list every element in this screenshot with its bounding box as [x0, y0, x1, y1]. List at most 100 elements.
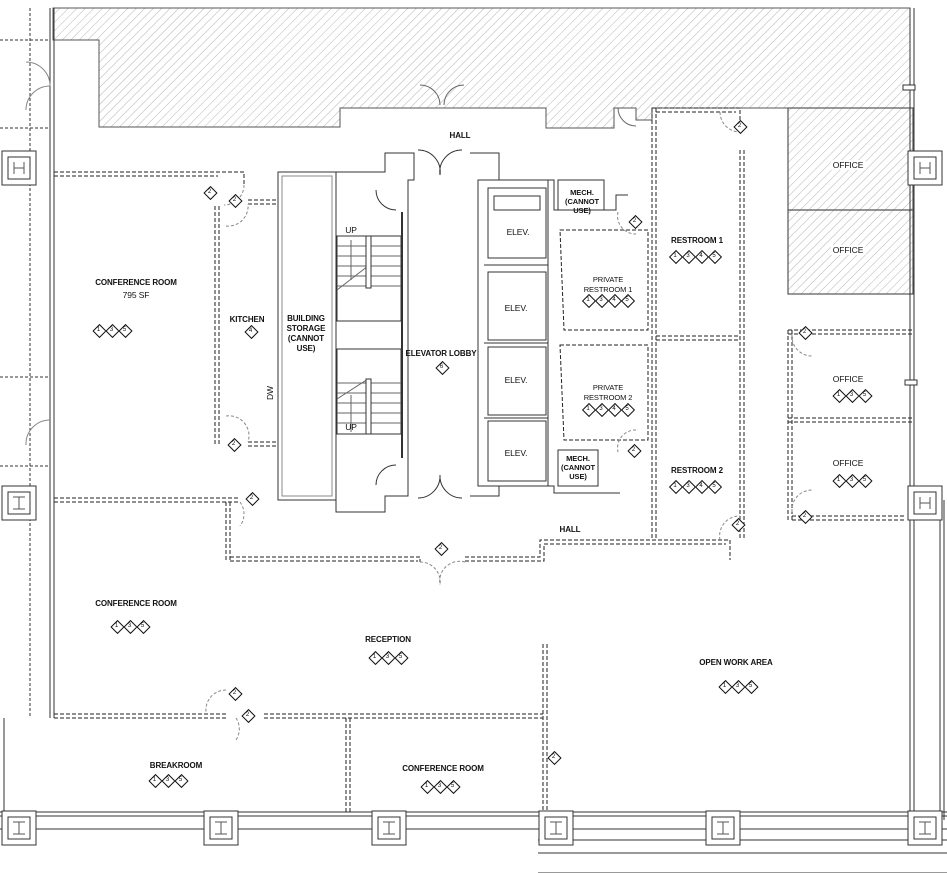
room-label-office-1: OFFICE — [830, 160, 866, 170]
door-tag-diamond-icon: 2 — [435, 542, 447, 554]
room-label-office-2: OFFICE — [830, 245, 866, 255]
tag-diamond-icon: 5 — [708, 250, 720, 262]
door-swings — [205, 111, 813, 741]
column-i-icon — [371, 810, 407, 846]
door-tag-diamond-icon: 2 — [628, 444, 640, 456]
door-tag-diamond-icon: 2 — [734, 120, 746, 132]
tag-diamond-icon: 3 — [434, 780, 446, 792]
room-label-elevator-3: ELEV. — [504, 375, 528, 385]
tag-diamond-icon: 5 — [708, 480, 720, 492]
room-label-office-3: OFFICE — [832, 374, 864, 384]
door-tag-diamond-icon: 2 — [629, 215, 641, 227]
tag-diamond-icon: 1 — [669, 250, 681, 262]
door-tag: 2 — [799, 326, 812, 338]
tag-diamond-icon: 1 — [111, 620, 123, 632]
door-tag-diamond-icon: 2 — [799, 510, 811, 522]
door-tag: 2 — [229, 687, 242, 699]
tag-diamond-icon: 3 — [846, 474, 858, 486]
tag-diamond-icon: 6 — [436, 361, 448, 373]
door-tag-diamond-icon: 2 — [548, 751, 560, 763]
door-tag: 2 — [548, 751, 561, 763]
room-tags-conference-room-2: 1 3 5 — [111, 620, 150, 632]
tag-diamond-icon: 5 — [137, 620, 149, 632]
hatched-north-zone — [52, 7, 914, 295]
room-tags-restroom-2: 1 3 4 5 — [669, 480, 721, 492]
tag-diamond-icon: 1 — [669, 480, 681, 492]
room-tags-office-4: 1 3 5 — [833, 474, 872, 486]
room-label-breakroom: BREAKROOM — [149, 761, 203, 770]
room-tags-kitchen: 4 — [245, 325, 258, 337]
tag-diamond-icon: 1 — [582, 403, 594, 415]
door-tag-diamond-icon: 2 — [799, 326, 811, 338]
room-tags-breakroom: 1 3 5 — [149, 774, 188, 786]
room-label-reception: RECEPTION — [365, 635, 411, 644]
door-tag: 2 — [435, 542, 448, 554]
tag-diamond-icon: 5 — [395, 651, 407, 663]
room-tags-office-3: 1 3 5 — [833, 389, 872, 401]
door-tag: 2 — [242, 709, 255, 721]
door-tag: 2 — [628, 444, 641, 456]
tag-diamond-icon: 5 — [859, 389, 871, 401]
room-label-restroom-2: RESTROOM 2 — [671, 466, 723, 475]
door-tag-diamond-icon: 2 — [246, 492, 258, 504]
column-i-icon — [1, 810, 37, 846]
door-tag: 2 — [229, 194, 242, 206]
room-label-restroom-1: RESTROOM 1 — [671, 236, 723, 245]
tag-diamond-icon: 3 — [846, 389, 858, 401]
door-tag-diamond-icon: 2 — [732, 518, 744, 530]
tag-diamond-icon: 4 — [695, 250, 707, 262]
room-tags-elevator-lobby: 6 — [436, 361, 449, 373]
tag-diamond-icon: 3 — [595, 403, 607, 415]
door-tag: 2 — [204, 186, 217, 198]
column-i-icon — [203, 810, 239, 846]
tag-diamond-icon: 5 — [859, 474, 871, 486]
column-i-icon — [907, 810, 943, 846]
tag-diamond-icon: 5 — [745, 680, 757, 692]
tag-diamond-icon: 3 — [382, 651, 394, 663]
room-tags-private-restroom-1: 1 3 4 5 — [582, 294, 634, 306]
door-tag: 2 — [734, 120, 747, 132]
tag-diamond-icon: 5 — [621, 403, 633, 415]
room-label-conference-room-3: CONFERENCE ROOM — [402, 764, 484, 773]
room-label-elevator-2: ELEV. — [504, 303, 528, 313]
column-h-icon — [907, 485, 943, 521]
room-tags-restroom-1: 1 3 4 5 — [669, 250, 721, 262]
column-h-icon — [907, 150, 943, 186]
column-i-icon — [538, 810, 574, 846]
room-label-kitchen: KITCHEN — [229, 315, 265, 324]
room-label-office-4: OFFICE — [832, 458, 864, 468]
tag-diamond-icon: 3 — [682, 480, 694, 492]
door-tag-diamond-icon: 2 — [229, 194, 241, 206]
tag-diamond-icon: 1 — [421, 780, 433, 792]
tag-diamond-icon: 5 — [175, 774, 187, 786]
tag-diamond-icon: 5 — [119, 324, 131, 336]
room-label-building-storage: BUILDING STORAGE (CANNOT USE) — [286, 314, 326, 353]
building-core — [277, 149, 628, 513]
tag-diamond-icon: 5 — [447, 780, 459, 792]
tag-diamond-icon: 3 — [732, 680, 744, 692]
column-i-icon — [1, 485, 37, 521]
room-label-private-restroom-2: PRIVATE RESTROOM 2 — [583, 383, 633, 402]
tag-diamond-icon: 1 — [582, 294, 594, 306]
tag-diamond-icon: 3 — [106, 324, 118, 336]
tag-diamond-icon: 1 — [833, 389, 845, 401]
tag-diamond-icon: 3 — [162, 774, 174, 786]
room-area-conference-room-1: 795 SF — [122, 290, 150, 300]
room-label-mech-1: MECH. (CANNOT USE) — [565, 188, 599, 215]
door-tag-diamond-icon: 2 — [204, 186, 216, 198]
door-tag: 2 — [732, 518, 745, 530]
tag-diamond-icon: 1 — [719, 680, 731, 692]
room-label-elevator-lobby: ELEVATOR LOBBY — [405, 349, 477, 358]
column-h-icon — [1, 150, 37, 186]
room-tags-conference-room-1: 1 3 5 — [93, 324, 132, 336]
door-tag: 2 — [799, 510, 812, 522]
tag-diamond-icon: 1 — [369, 651, 381, 663]
tag-diamond-icon: 4 — [608, 294, 620, 306]
tag-diamond-icon: 1 — [149, 774, 161, 786]
room-label-private-restroom-1: PRIVATE RESTROOM 1 — [583, 275, 633, 294]
door-tag: 2 — [629, 215, 642, 227]
room-tags-open-work-area: 1 3 5 — [719, 680, 758, 692]
dishwasher-label: DW — [265, 386, 275, 400]
room-label-open-work-area: OPEN WORK AREA — [699, 658, 773, 667]
